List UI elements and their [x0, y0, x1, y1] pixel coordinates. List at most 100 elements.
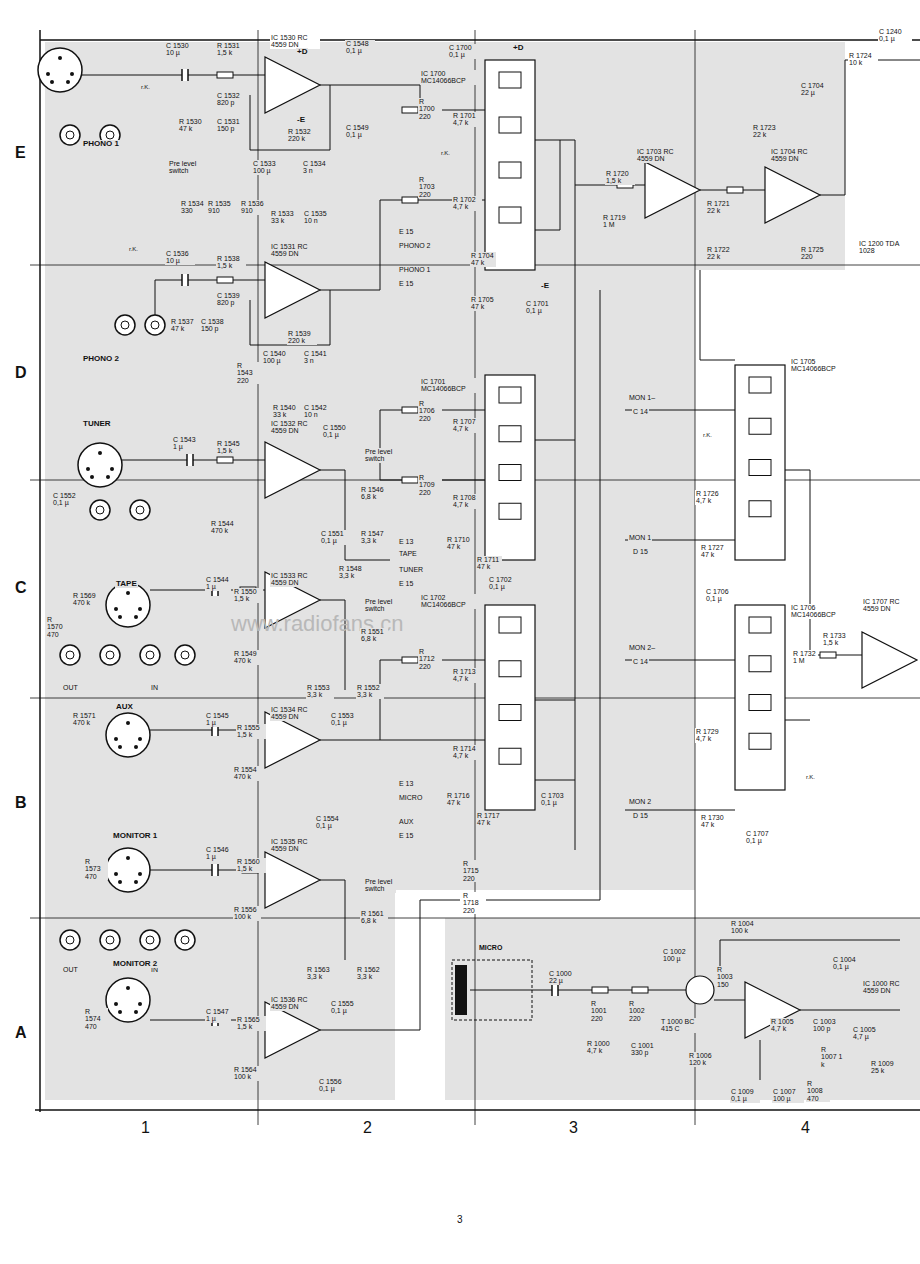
component-label: C 1538 150 p: [200, 318, 228, 333]
rca-jack: [115, 315, 135, 335]
wire: [560, 140, 561, 230]
switch-symbol: [749, 617, 771, 633]
component-label: R 1531 1,5 k: [216, 42, 246, 57]
rca-jack: [60, 125, 80, 145]
din-pin: [90, 475, 94, 479]
wire: [720, 940, 900, 941]
component-label: PHONO 2: [82, 355, 120, 363]
resistor-symbol: [592, 987, 608, 993]
wire: [700, 360, 735, 361]
component-label: IC 1530 RC 4559 DN: [270, 34, 320, 49]
switch-symbol: [499, 162, 521, 178]
capacitor-gap: [212, 864, 218, 876]
component-label: -E: [540, 282, 550, 290]
wire: [760, 1040, 761, 1080]
grid-reference: B: [14, 795, 28, 812]
rca-jack: [90, 500, 110, 520]
wire: [820, 195, 845, 196]
wire: [575, 140, 576, 850]
component-label: R 1004 100 k: [730, 920, 760, 935]
din-pin: [134, 1010, 138, 1014]
component-label: R 1561 6,8 k: [360, 910, 388, 925]
component-label: AUX: [115, 703, 134, 711]
component-label: R 1703 220: [418, 176, 442, 198]
resistor-symbol: [402, 107, 418, 113]
opamp-symbol: [265, 57, 320, 113]
rca-jack: [181, 936, 189, 944]
wire: [785, 470, 810, 471]
component-label: C 1546 1 µ: [205, 846, 231, 861]
component-label: C 1706 0,1 µ: [705, 588, 735, 603]
din-pin: [118, 880, 122, 884]
wire: [695, 30, 696, 1125]
rca-jack: [106, 131, 114, 139]
capacitor-gap: [182, 274, 188, 286]
component-label: IN: [150, 684, 159, 691]
component-label: R 1569 470 k: [72, 592, 100, 607]
component-label: TUNER: [82, 420, 112, 428]
din-pin: [110, 467, 114, 471]
wire: [800, 1010, 900, 1011]
component-label: R 1555 1,5 k: [236, 724, 266, 739]
component-label: MICRO: [398, 794, 423, 801]
component-label: PHONO 1: [398, 266, 432, 273]
switch-symbol: [749, 656, 771, 672]
component-label: E 13: [398, 538, 414, 545]
component-label: R 1710 47 k: [446, 536, 472, 551]
din-pin: [66, 80, 70, 84]
switch-symbol: [499, 117, 521, 133]
wire: [211, 864, 213, 876]
wire: [187, 274, 189, 286]
wire: [320, 470, 345, 471]
din-pin: [98, 451, 102, 455]
component-label: C 1533 100 µ: [252, 160, 280, 175]
din-pin: [86, 467, 90, 471]
component-label: R 1546 6,8 k: [360, 486, 388, 501]
wire: [320, 600, 345, 601]
wire: [535, 230, 560, 231]
component-label: TAPE: [115, 580, 138, 588]
component-label: r.K.: [128, 246, 139, 252]
ic-box: [735, 365, 785, 560]
rca-jack: [151, 321, 159, 329]
din-pin: [126, 721, 130, 725]
component-label: R 1536 910: [240, 200, 266, 215]
component-label: PHONO 1: [82, 140, 120, 148]
din-pin: [126, 591, 130, 595]
switch-symbol: [749, 501, 771, 517]
component-label: C 1001 330 p: [630, 1042, 660, 1057]
component-label: C 14: [632, 658, 649, 665]
component-label: R 1573 470: [84, 858, 108, 880]
switch-symbol: [749, 460, 771, 476]
component-label: C 1552 0,1 µ: [52, 492, 80, 507]
capacitor-gap: [552, 984, 558, 996]
wire: [30, 918, 920, 919]
component-label: R 1550 1,5 k: [233, 588, 263, 603]
component-label: C 1540 100 µ: [262, 350, 290, 365]
rca-jack: [100, 645, 120, 665]
component-label: IC 1702 MC14066BCP: [420, 594, 480, 609]
din-connector: [106, 713, 150, 757]
component-label: R 1554 470 k: [233, 766, 261, 781]
component-label: R 1705 47 k: [470, 296, 496, 311]
component-label: R 1722 22 k: [706, 246, 732, 261]
din-pin: [118, 745, 122, 749]
component-label: D 15: [632, 812, 649, 819]
wire: [810, 470, 811, 655]
component-label: R 1552 3,3 k: [356, 684, 384, 699]
switch-symbol: [749, 733, 771, 749]
component-label: IC 1533 RC 4559 DN: [270, 572, 320, 587]
component-label: R 1545 1,5 k: [216, 440, 246, 455]
component-label: IC 1705 MC14066BCP: [790, 358, 848, 373]
shaded-area: [45, 42, 395, 1100]
wire: [535, 140, 575, 141]
din-pin: [46, 72, 50, 76]
component-label: R 1704 47 k: [470, 252, 496, 267]
din-connector: [106, 848, 150, 892]
component-label: R 1723 22 k: [752, 124, 782, 139]
grid-reference: A: [14, 1025, 28, 1042]
component-label: C 1703 0,1 µ: [540, 792, 570, 807]
component-label: R 1714 4,7 k: [452, 745, 482, 760]
component-label: r.K.: [702, 432, 713, 438]
wire: [330, 85, 331, 150]
